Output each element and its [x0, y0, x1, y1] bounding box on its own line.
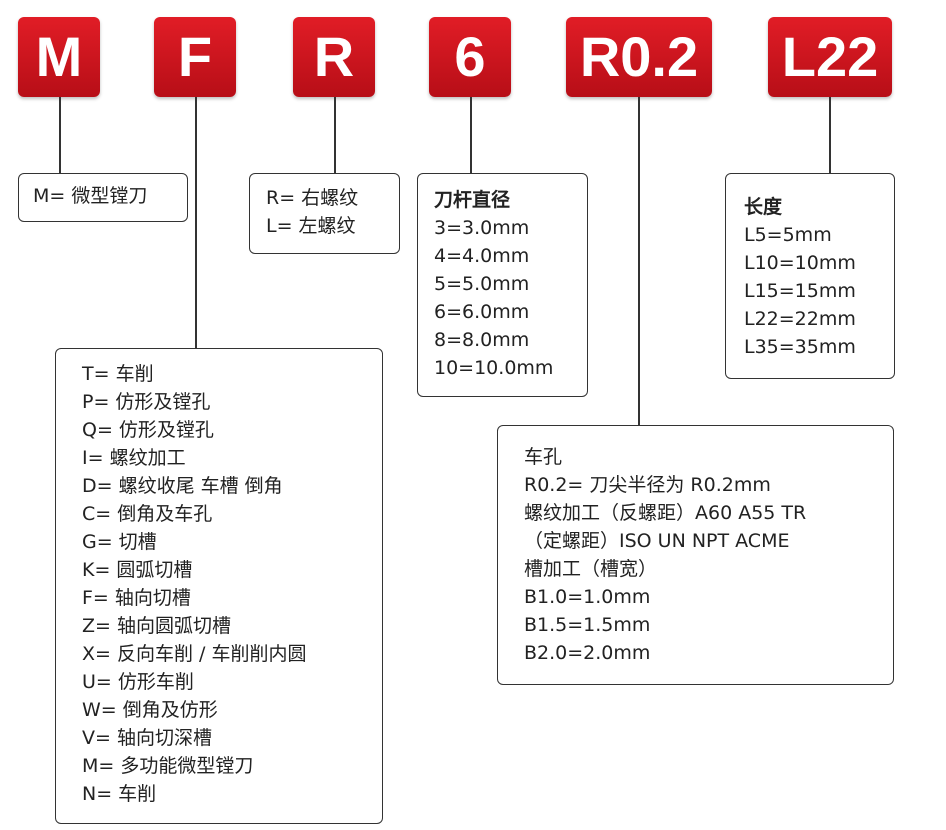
- connector-r02: [638, 97, 640, 425]
- box-line: 槽加工（槽宽）: [524, 558, 658, 580]
- box-line: C= 倒角及车孔: [82, 503, 213, 525]
- box-line: 4=4.0mm: [434, 245, 530, 267]
- box-line: T= 车削: [82, 363, 154, 385]
- box-line: M= 微型镗刀: [33, 185, 148, 207]
- code-badge-r: R: [293, 17, 375, 97]
- box-line: L5=5mm: [744, 224, 832, 246]
- code-badge-f: F: [154, 17, 236, 97]
- connector-r: [334, 97, 336, 173]
- box-line: L= 左螺纹: [266, 215, 356, 237]
- box-length: 长度 L5=5mm L10=10mm L15=15mm L22=22mm L35…: [725, 173, 895, 379]
- box-line: L22=22mm: [744, 308, 856, 330]
- code-badge-l22: L22: [768, 17, 892, 97]
- box-line: Q= 仿形及镗孔: [82, 419, 214, 441]
- box-line: 5=5.0mm: [434, 273, 530, 295]
- box-nose-radius: 车孔 R0.2= 刀尖半径为 R0.2mm 螺纹加工（反螺距）A60 A55 T…: [497, 425, 894, 685]
- box-line: Z= 轴向圆弧切槽: [82, 615, 231, 637]
- box-line: L35=35mm: [744, 336, 856, 358]
- box-line: 8=8.0mm: [434, 329, 530, 351]
- box-line: L15=15mm: [744, 280, 856, 302]
- box-line: I= 螺纹加工: [82, 447, 186, 469]
- box-shank-diameter: 刀杆直径 3=3.0mm 4=4.0mm 5=5.0mm 6=6.0mm 8=8…: [417, 173, 588, 397]
- connector-6: [470, 97, 472, 173]
- connector-f: [195, 97, 197, 348]
- box-line: 3=3.0mm: [434, 217, 530, 239]
- box-line: B2.0=2.0mm: [524, 642, 651, 664]
- code-badge-m: M: [18, 17, 100, 97]
- box-line: F= 轴向切槽: [82, 587, 191, 609]
- box-line: W= 倒角及仿形: [82, 699, 218, 721]
- box-title: 刀杆直径: [434, 189, 511, 211]
- box-line: D= 螺纹收尾 车槽 倒角: [82, 475, 283, 497]
- box-line: 10=10.0mm: [434, 357, 554, 379]
- box-microboring: M= 微型镗刀: [18, 173, 188, 222]
- box-line: B1.5=1.5mm: [524, 614, 651, 636]
- box-line: 螺纹加工（反螺距）A60 A55 TR: [524, 502, 807, 524]
- box-line: G= 切槽: [82, 531, 157, 553]
- box-line: R= 右螺纹: [266, 187, 359, 209]
- box-line: B1.0=1.0mm: [524, 586, 651, 608]
- box-line: P= 仿形及镗孔: [82, 391, 211, 413]
- connector-l22: [829, 97, 831, 173]
- box-line: K= 圆弧切槽: [82, 559, 193, 581]
- box-machining-type: T= 车削 P= 仿形及镗孔 Q= 仿形及镗孔 I= 螺纹加工 D= 螺纹收尾 …: [55, 348, 383, 824]
- box-line: 6=6.0mm: [434, 301, 530, 323]
- box-line: R0.2= 刀尖半径为 R0.2mm: [524, 474, 771, 496]
- box-line: V= 轴向切深槽: [82, 727, 212, 749]
- box-line: M= 多功能微型镗刀: [82, 755, 254, 777]
- box-thread-direction: R= 右螺纹 L= 左螺纹: [249, 173, 400, 254]
- connector-m: [59, 97, 61, 173]
- box-line: N= 车削: [82, 783, 157, 805]
- box-line: U= 仿形车削: [82, 671, 194, 693]
- box-line: X= 反向车削 / 车削削内圆: [82, 643, 307, 665]
- box-line: 车孔: [524, 446, 563, 468]
- box-title: 长度: [744, 196, 783, 218]
- box-line: （定螺距）ISO UN NPT ACME: [524, 530, 790, 552]
- box-line: L10=10mm: [744, 252, 856, 274]
- code-badge-6: 6: [429, 17, 511, 97]
- code-badge-r02: R0.2: [566, 17, 712, 97]
